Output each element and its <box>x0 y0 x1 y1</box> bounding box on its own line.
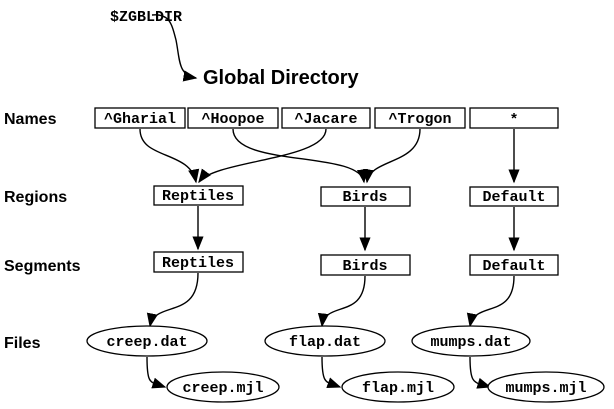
name-node: ^Hoopoe <box>187 107 279 129</box>
segment-label: Reptiles <box>162 255 234 272</box>
edge-default-segment-file <box>466 275 515 328</box>
name-node: ^Jacare <box>281 107 371 129</box>
edge-gharial-reptiles <box>139 128 200 184</box>
file-node: flap.dat <box>264 325 386 357</box>
file-node: mumps.dat <box>411 325 531 357</box>
env-to-gd-arrow <box>151 14 198 82</box>
row-label-regions: Regions <box>4 189 67 206</box>
region-node: Default <box>469 186 559 207</box>
segment-node: Birds <box>320 254 411 276</box>
edge-birds-segment-file <box>317 275 366 328</box>
journal-node: flap.mjl <box>341 371 455 403</box>
region-node: Birds <box>320 186 411 207</box>
file-label: mumps.dat <box>430 334 511 351</box>
row-label-names: Names <box>4 111 57 128</box>
edge-creep-journal <box>146 356 167 389</box>
segment-node: Reptiles <box>153 251 244 273</box>
journal-label: mumps.mjl <box>505 380 586 397</box>
file-label: creep.dat <box>106 334 187 351</box>
global-directory-title: Global Directory <box>203 67 359 89</box>
name-label: ^Gharial <box>104 111 176 128</box>
edge-trogon-birds <box>363 128 421 184</box>
journal-node: creep.mjl <box>166 371 280 403</box>
segment-label: Birds <box>342 258 387 275</box>
name-node: * <box>469 107 559 129</box>
name-label: ^Jacare <box>294 111 357 128</box>
name-label: ^Trogon <box>388 111 451 128</box>
edge-jacare-reptiles <box>198 128 327 184</box>
name-node: ^Gharial <box>94 107 186 129</box>
region-label: Default <box>482 189 545 206</box>
name-label: * <box>509 112 518 129</box>
file-label: flap.dat <box>289 334 361 351</box>
edge-reptiles-segment-file <box>146 272 199 328</box>
row-label-files: Files <box>4 335 41 352</box>
journal-label: flap.mjl <box>362 380 434 397</box>
region-label: Birds <box>342 189 387 206</box>
name-node: ^Trogon <box>374 107 466 129</box>
segment-node: Default <box>469 254 559 276</box>
edge-hoopoe-birds <box>232 128 368 184</box>
region-label: Reptiles <box>162 188 234 205</box>
name-label: ^Hoopoe <box>201 111 264 128</box>
zgbldir-env-var: $ZGBLDIR <box>110 9 182 26</box>
file-node: creep.dat <box>86 325 208 357</box>
edge-flap-journal <box>321 356 342 389</box>
segment-label: Default <box>482 258 545 275</box>
journal-node: mumps.mjl <box>487 371 605 403</box>
edge-mumps-journal <box>469 356 492 389</box>
region-node: Reptiles <box>153 185 244 206</box>
journal-label: creep.mjl <box>182 380 263 397</box>
row-label-segments: Segments <box>4 258 81 275</box>
